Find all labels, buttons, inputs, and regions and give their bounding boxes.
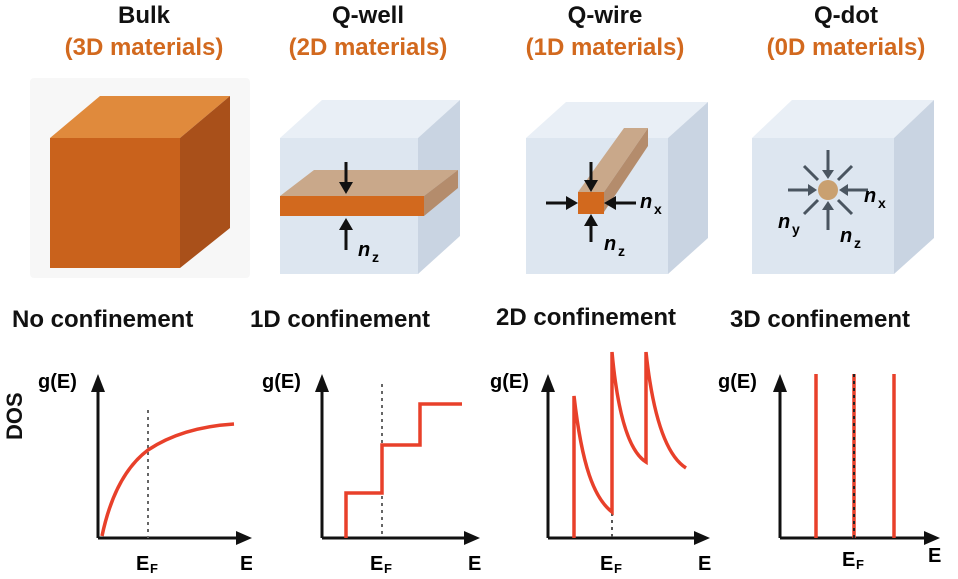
fermi-label: E	[370, 553, 383, 575]
y-axis-label: g(E)	[490, 371, 529, 393]
fermi-label: E	[842, 549, 855, 571]
confinement-label-0: No confinement	[12, 306, 194, 333]
nx-label: n	[640, 191, 652, 213]
confinement-label-2: 2D confinement	[496, 304, 677, 331]
header-title: Bulk	[117, 2, 170, 29]
qwire-cube-panel: n x n z	[520, 82, 720, 276]
x-axis-label: E	[468, 553, 481, 575]
header-bulk: Bulk (3D materials)	[34, 0, 254, 64]
nx-label: n	[864, 185, 876, 207]
y-axis-label: g(E)	[262, 371, 301, 393]
axes	[96, 388, 240, 540]
arrow-down-icon	[339, 162, 353, 194]
arrow-down-icon	[584, 162, 598, 192]
header-title: Q-dot	[814, 2, 878, 29]
x-axis-label: E	[698, 553, 711, 575]
bulk-cube-panel	[30, 78, 250, 278]
fermi-label: E	[136, 553, 149, 575]
nz-sub: z	[854, 235, 861, 251]
dos-graph-qwire: g(E) E E F	[490, 351, 711, 576]
nz-label: n	[358, 239, 370, 261]
header-subtitle: (2D materials)	[288, 34, 448, 61]
y-axis-label: g(E)	[718, 371, 757, 393]
header-subtitle: (0D materials)	[766, 34, 926, 61]
dos-curve	[572, 351, 688, 538]
nx-sub: x	[654, 201, 662, 217]
nx-sub: x	[878, 195, 886, 211]
header-qwire: Q-wire (1D materials)	[495, 0, 715, 64]
y-axis-label: g(E)	[38, 371, 77, 393]
header-title: Q-wire	[567, 2, 643, 29]
bulk-cube-top	[50, 96, 230, 138]
dos-curve	[344, 402, 462, 538]
header-title: Q-well	[331, 2, 404, 29]
qdot-cube-panel: n x n y n z	[748, 78, 948, 276]
fermi-sub: F	[150, 561, 158, 576]
confinement-label-3: 3D confinement	[730, 306, 911, 333]
confinement-label-1: 1D confinement	[250, 306, 431, 333]
fermi-label: E	[600, 553, 613, 575]
arrow-left-icon	[604, 196, 636, 210]
ny-sub: y	[792, 221, 800, 237]
bulk-cube-front	[50, 138, 180, 268]
fermi-sub: F	[856, 557, 864, 572]
header-subtitle: (1D materials)	[525, 34, 685, 61]
dos-axis-label: DOS	[2, 392, 27, 440]
arrow-up-icon	[584, 214, 598, 242]
fermi-sub: F	[614, 561, 622, 576]
nz-label: n	[840, 225, 852, 247]
header-subtitle: (3D materials)	[64, 34, 224, 61]
x-axis-label: E	[928, 545, 941, 567]
nz-label: n	[604, 233, 616, 255]
dos-graph-qwell: g(E) E E F	[262, 371, 481, 576]
dos-graph-bulk: g(E) E E F	[38, 371, 252, 576]
fermi-sub: F	[384, 561, 392, 576]
quantum-well-layer	[280, 196, 424, 216]
qwell-cube-panel: n z	[272, 78, 472, 276]
arrow-right-icon	[546, 196, 578, 210]
nz-sub: z	[372, 249, 379, 265]
header-qwell: Q-well (2D materials)	[258, 0, 478, 64]
dos-curve	[100, 422, 235, 537]
arrow-up-icon	[339, 218, 353, 250]
quantum-wire-section	[578, 192, 604, 214]
header-qdot: Q-dot (0D materials)	[736, 0, 956, 64]
confinement-arrows-icon	[788, 150, 868, 230]
nz-sub: z	[618, 243, 625, 259]
quantum-well-top	[280, 170, 458, 196]
dos-graph-qdot: g(E) E E F	[718, 371, 941, 572]
quantum-wire	[578, 128, 648, 192]
x-axis-label: E	[240, 553, 252, 575]
bulk-cube-side	[180, 96, 230, 268]
quantum-dot	[818, 180, 838, 200]
ny-label: n	[778, 211, 790, 233]
